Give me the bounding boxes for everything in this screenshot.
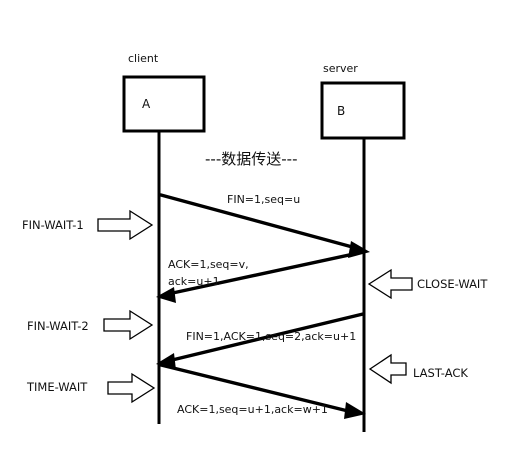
- final-ack-arrowhead: [344, 402, 366, 419]
- ack-message-label-line1: ACK=1,seq=v,: [168, 258, 249, 271]
- client-box-label: A: [142, 97, 151, 111]
- close-wait-arrow-icon: [367, 268, 413, 300]
- state-fin-wait-2: FIN-WAIT-2: [27, 319, 89, 333]
- server-label: server: [323, 62, 358, 75]
- fin-message-arrow: [159, 193, 358, 250]
- data-transfer-label: ---数据传送---: [205, 150, 297, 168]
- server-box-label: B: [337, 104, 345, 118]
- fin-message-label: FIN=1,seq=u: [227, 193, 300, 206]
- time-wait-arrow-icon: [107, 372, 156, 404]
- state-close-wait: CLOSE-WAIT: [417, 277, 488, 291]
- final-ack-message-arrow: [159, 363, 350, 413]
- ack-message-label-line2: ack=u+1: [168, 275, 220, 288]
- fin-ack-message-arrow: [166, 312, 365, 363]
- state-fin-wait-1: FIN-WAIT-1: [22, 218, 84, 232]
- last-ack-arrow-icon: [368, 353, 407, 385]
- client-label: client: [128, 52, 159, 65]
- state-time-wait: TIME-WAIT: [26, 380, 88, 394]
- client-box: [122, 75, 206, 133]
- fin-wait-2-arrow-icon: [103, 309, 154, 341]
- final-ack-message-label: ACK=1,seq=u+1,ack=w+1: [177, 403, 328, 416]
- fin-wait-1-arrow-icon: [97, 209, 154, 241]
- fin-ack-message-label: FIN=1,ACK=1,seq=2,ack=u+1: [186, 330, 356, 343]
- ack-arrowhead: [156, 287, 176, 303]
- server-box: [320, 81, 406, 140]
- ack-message-arrow: [166, 250, 365, 296]
- state-last-ack: LAST-ACK: [413, 366, 468, 380]
